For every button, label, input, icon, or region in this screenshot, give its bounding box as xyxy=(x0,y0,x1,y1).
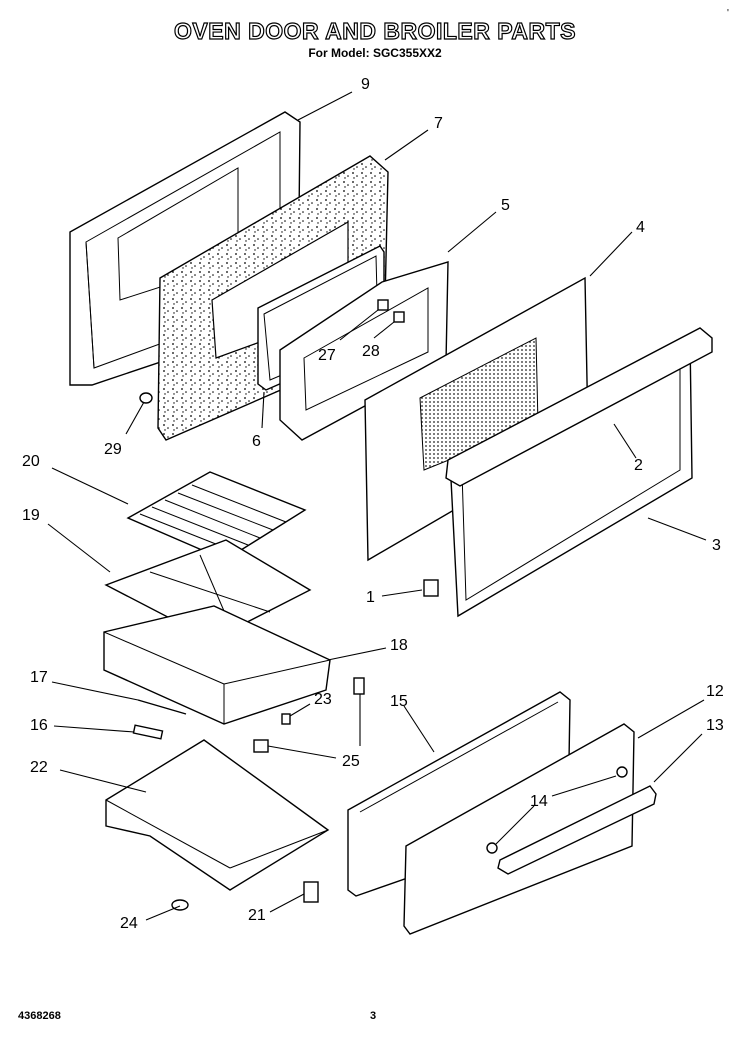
callout-18: 18 xyxy=(390,637,408,654)
page-title: OVEN DOOR AND BROILER PARTS xyxy=(173,17,576,44)
page-number: 3 xyxy=(370,1010,377,1022)
callout-5: 5 xyxy=(501,197,510,214)
part-28-bracket xyxy=(393,311,405,323)
callout-20: 20 xyxy=(22,453,40,470)
callout-4: 4 xyxy=(636,219,645,236)
callout-19: 19 xyxy=(22,507,40,524)
corner-mark: ' xyxy=(727,8,729,19)
callout-12: 12 xyxy=(706,683,724,700)
part-14a-screw xyxy=(616,766,628,778)
callout-27: 27 xyxy=(318,347,336,364)
callout-21: 21 xyxy=(248,907,266,924)
callout-2: 2 xyxy=(634,457,643,474)
callout-22: 22 xyxy=(30,759,48,776)
callout-labels: 9 7 5 4 2 3 1 20 19 18 17 16 22 24 21 23… xyxy=(22,76,724,932)
callout-17: 17 xyxy=(30,669,48,686)
part-29-screw xyxy=(139,392,153,404)
part-14b-screw xyxy=(486,842,498,854)
part-25b-bracket xyxy=(253,739,269,753)
callout-1: 1 xyxy=(366,589,375,606)
part-27-bracket xyxy=(377,299,389,311)
part-25a-hinge xyxy=(353,677,365,695)
callout-23: 23 xyxy=(314,691,332,708)
callout-13: 13 xyxy=(706,717,724,734)
callout-25: 25 xyxy=(342,753,360,770)
part-16-spring xyxy=(132,724,164,740)
part-18-broiler-drawer xyxy=(103,605,331,725)
part-1-clip xyxy=(423,579,439,597)
callout-29: 29 xyxy=(104,441,122,458)
callout-14: 14 xyxy=(530,793,548,810)
callout-16: 16 xyxy=(30,717,48,734)
leader-lines xyxy=(47,91,707,921)
callout-15: 15 xyxy=(390,693,408,710)
callout-24: 24 xyxy=(120,915,138,932)
part-22-broiler-tray xyxy=(105,739,330,891)
callout-9: 9 xyxy=(361,76,370,93)
part-2-door-handle xyxy=(445,327,713,487)
part-13-drawer-handle xyxy=(497,785,657,875)
callout-6: 6 xyxy=(252,433,261,450)
part-12-drawer-front xyxy=(403,723,635,935)
callout-3: 3 xyxy=(712,537,721,554)
part-17-rod xyxy=(137,699,187,715)
callout-28: 28 xyxy=(362,343,380,360)
model-subtitle: For Model: SGC355XX2 xyxy=(308,46,442,60)
callout-7: 7 xyxy=(434,115,443,132)
part-23-clip xyxy=(281,713,291,725)
document-number: 4368268 xyxy=(18,1010,61,1022)
part-21-latch xyxy=(303,881,319,903)
